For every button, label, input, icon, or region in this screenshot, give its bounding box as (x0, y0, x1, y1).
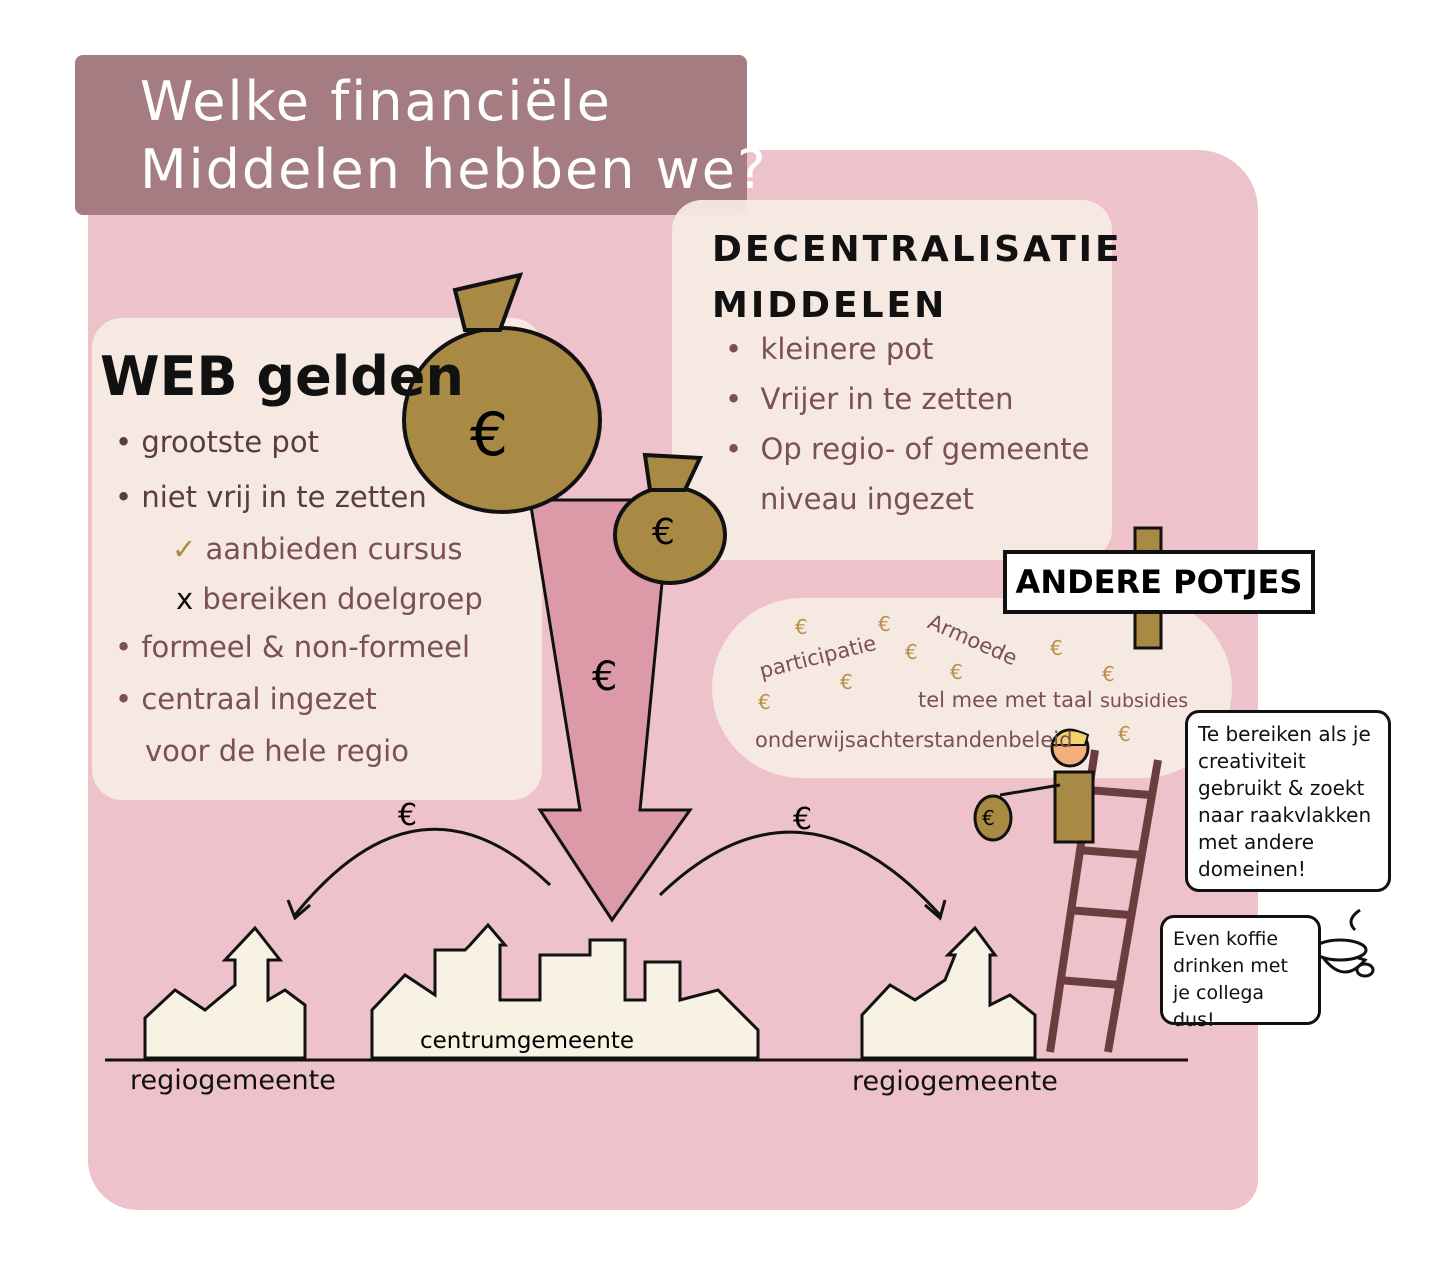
page-title: Welke financiële Middelen hebben we? (140, 68, 768, 204)
web-item-text: formeel & non-formeel (141, 630, 471, 664)
dec-item-continuation: niveau ingezet (760, 482, 974, 516)
cloud-word: onderwijsachterstandenbeleid (755, 728, 1073, 752)
euro-arc-right: € (793, 802, 813, 837)
andere-potjes-sign: ANDERE POTJES (1003, 550, 1315, 614)
web-item-text: centraal ingezet (141, 682, 377, 716)
euro-icon: € (950, 660, 963, 684)
money-bag-small-icon (613, 452, 727, 585)
euro-icon: € (1102, 662, 1115, 686)
dec-item-text: Op regio- of gemeente (760, 432, 1090, 466)
euro-icon: € (905, 640, 918, 664)
decentralisatie-heading: DECENTRALISATIE MIDDELEN (712, 222, 1123, 334)
euro-bag-person: € (982, 806, 995, 830)
town-center (370, 922, 760, 1060)
town-label-center: centrumgemeente (420, 1028, 635, 1054)
cross-icon: x (176, 582, 194, 616)
dec-item: • Vrijer in te zetten (725, 382, 1014, 416)
euro-arc-left: € (398, 798, 418, 833)
dec-item: • kleinere pot (725, 332, 934, 366)
euro-small: € (652, 512, 675, 553)
dec-item: • Op regio- of gemeente (725, 432, 1090, 466)
web-item: • centraal ingezet (115, 682, 377, 716)
web-subitem-text: aanbieden cursus (205, 532, 463, 566)
dec-item-text: Vrijer in te zetten (760, 382, 1014, 416)
title-line-1: Welke financiële (140, 70, 612, 133)
town-left (143, 925, 307, 1060)
decentralisatie-panel (672, 200, 1112, 560)
arc-left-arrow (293, 827, 552, 916)
euro-icon: € (840, 670, 853, 694)
euro-large: € (470, 400, 509, 470)
web-subitem: ✓ aanbieden cursus (172, 532, 462, 566)
euro-icon: € (1050, 636, 1063, 660)
cloud-word: subsidies (1100, 690, 1189, 712)
heading-line-1: DECENTRALISATIE (712, 229, 1123, 270)
web-item-continuation: voor de hele regio (145, 734, 409, 768)
speech-bubble-creativity: Te bereiken als je creativiteit gebruikt… (1185, 710, 1391, 892)
euro-arrow: € (592, 654, 618, 700)
web-item: • formeel & non-formeel (115, 630, 471, 664)
person-icon (973, 728, 1095, 844)
money-bag-large-icon (402, 272, 602, 514)
check-icon: ✓ (172, 532, 197, 566)
euro-icon: € (758, 690, 771, 714)
web-item: • grootste pot (115, 425, 319, 459)
web-item: • niet vrij in te zetten (115, 480, 427, 514)
web-subitem-text: bereiken doelgroep (202, 582, 483, 616)
web-heading: WEB gelden (100, 345, 464, 408)
title-banner (75, 55, 747, 215)
euro-icon: € (1118, 722, 1131, 746)
heading-line-2: MIDDELEN (712, 285, 948, 326)
town-label-left: regiogemeente (130, 1065, 336, 1096)
coffee-cup-icon (1311, 908, 1375, 978)
town-right (860, 925, 1037, 1060)
arc-right-arrow (658, 830, 942, 917)
title-line-2: Middelen hebben we? (140, 138, 768, 201)
town-label-right: regiogemeente (852, 1066, 1058, 1097)
speech-bubble-coffee: Even koffie drinken met je collega dus! (1160, 915, 1321, 1031)
web-item-text: niet vrij in te zetten (141, 480, 427, 514)
euro-icon: € (795, 615, 808, 639)
euro-icon: € (878, 612, 891, 636)
web-subitem: x bereiken doelgroep (176, 582, 483, 616)
cloud-word: tel mee met taal (918, 688, 1093, 712)
dec-item-text: kleinere pot (760, 332, 934, 366)
web-item-text: grootste pot (141, 425, 319, 459)
